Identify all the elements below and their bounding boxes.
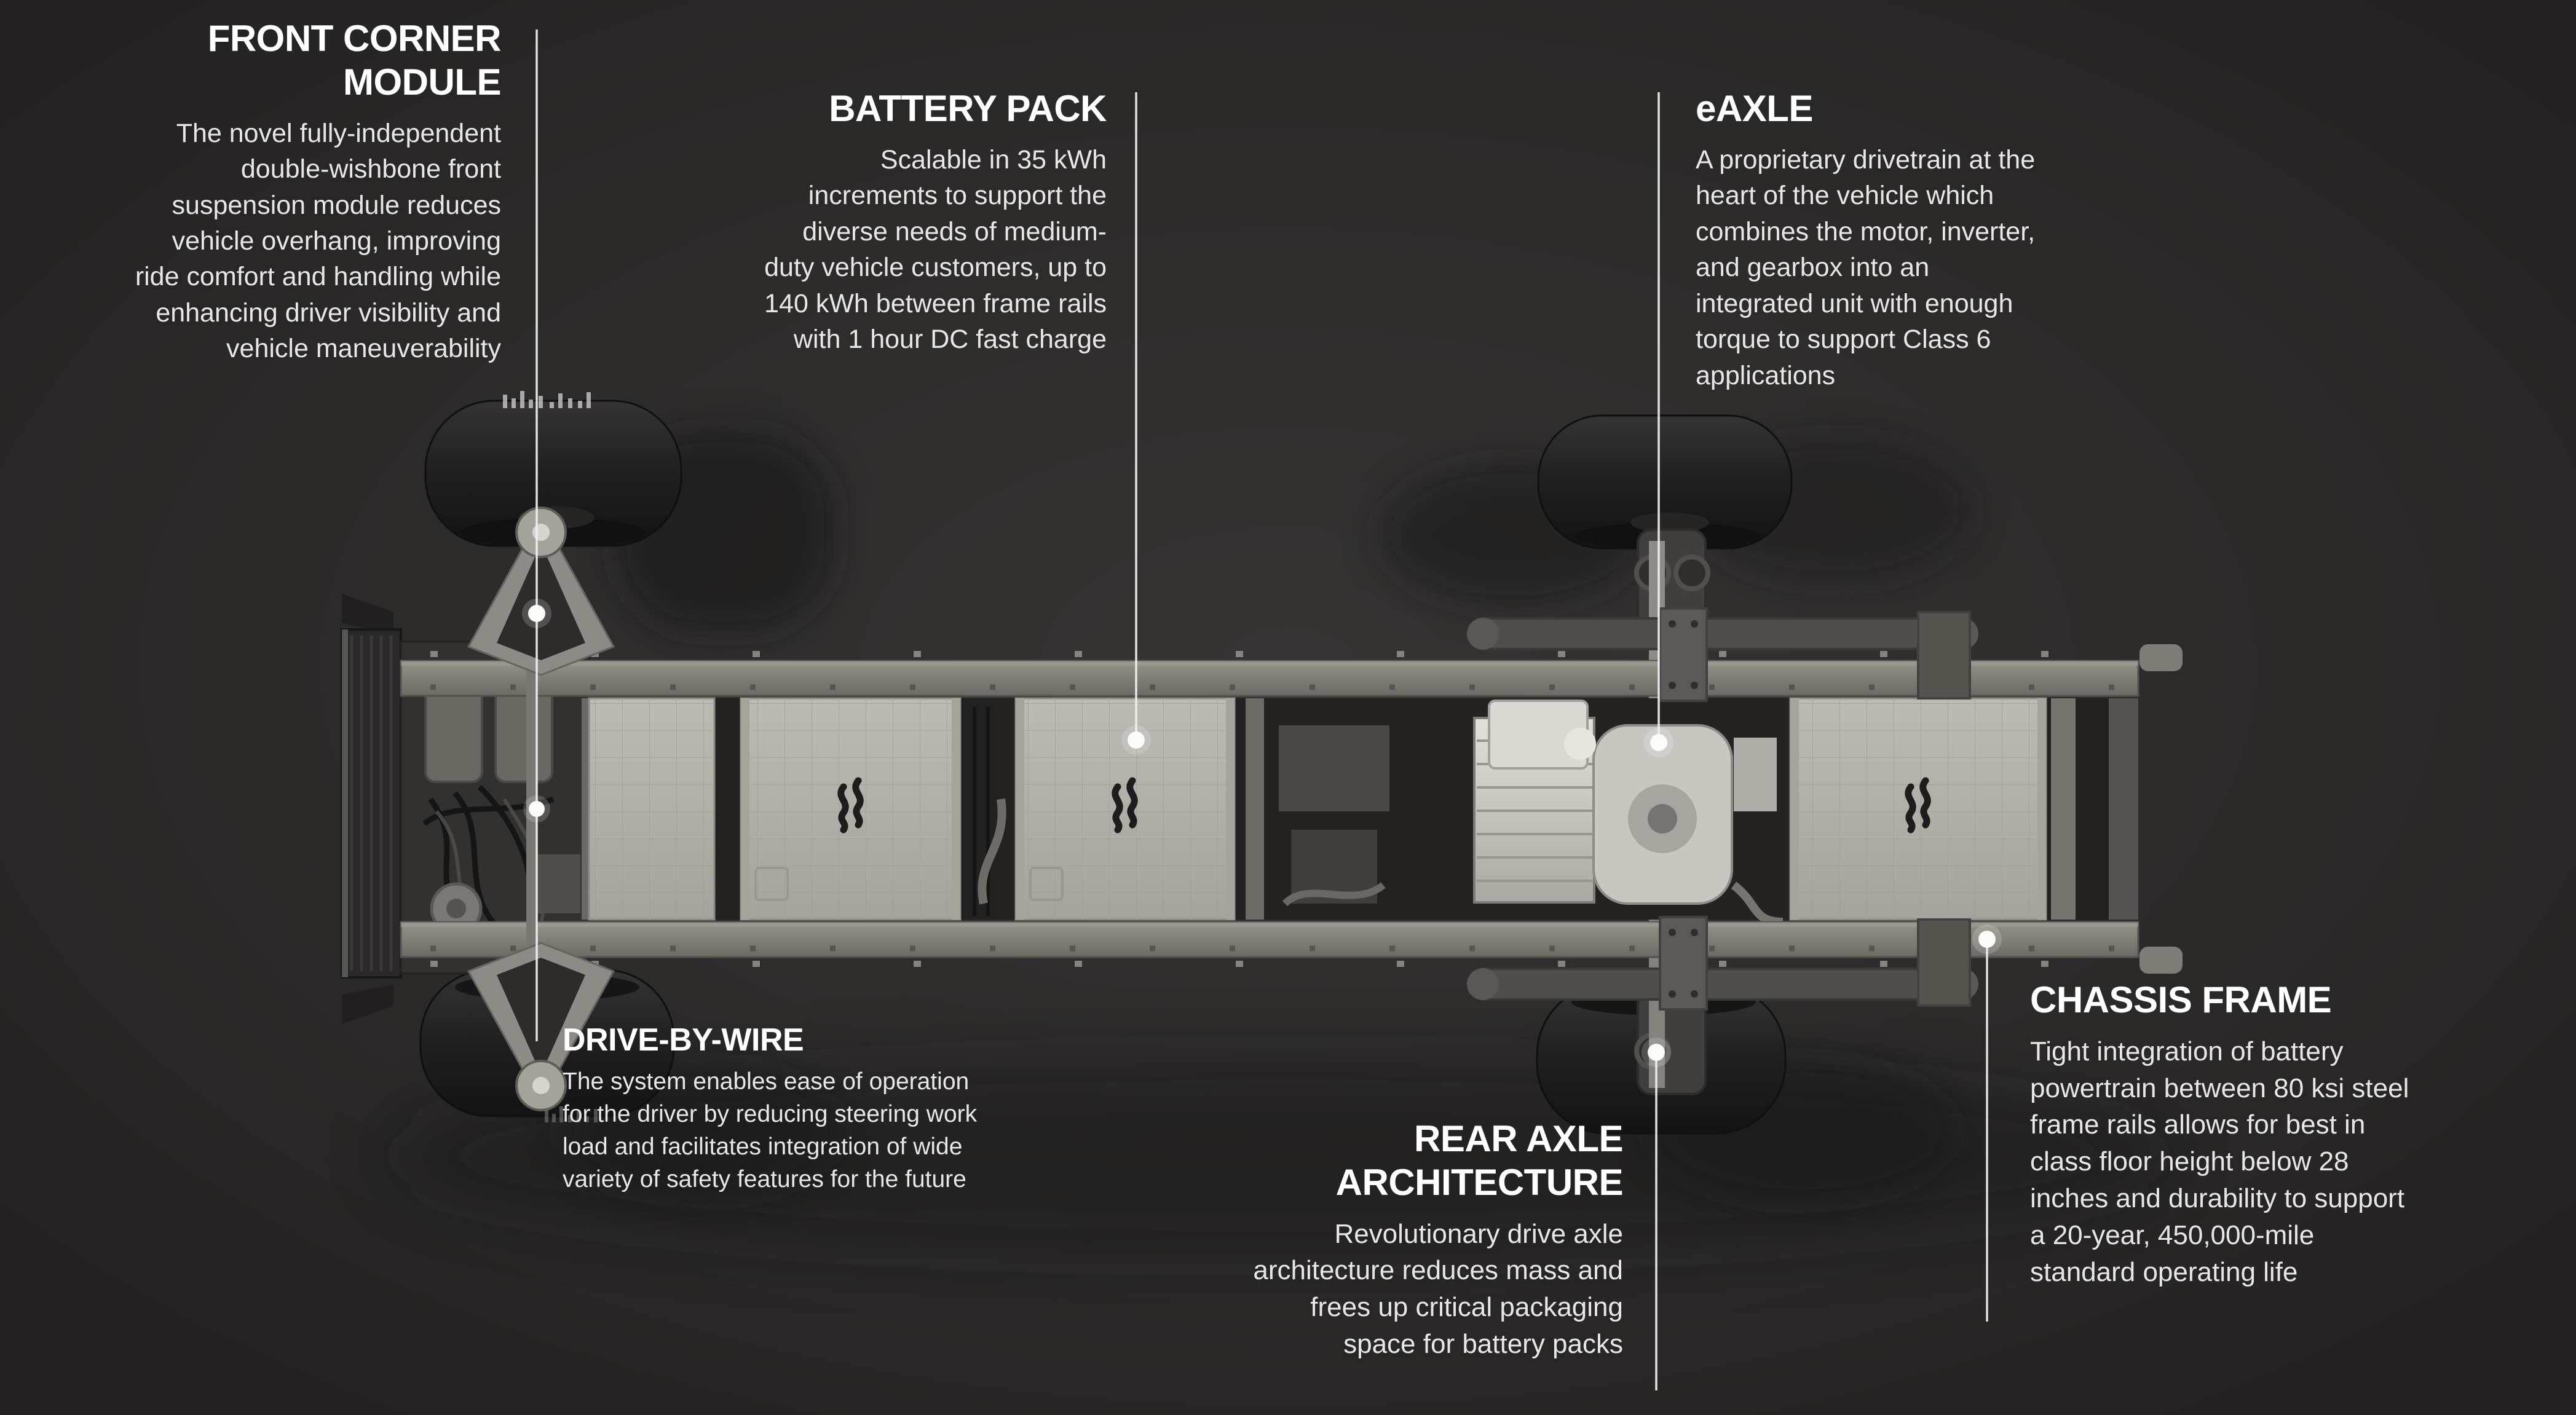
battery-packs — [588, 697, 2047, 921]
callout-dot-front-corner — [528, 605, 545, 622]
callout-chassis-frame: CHASSIS FRAME Tight integration of batte… — [2030, 979, 2534, 1291]
callout-dot-eaxle — [1650, 734, 1667, 751]
chassis-frame-body: Tight integration of battery powertrain … — [2030, 1036, 2409, 1287]
rear-axle-brackets — [1659, 607, 1971, 1011]
callout-eaxle: eAXLE A proprietary drivetrain at the he… — [1696, 87, 2138, 393]
front-module — [341, 594, 590, 1024]
eaxle-title: eAXLE — [1696, 88, 1813, 129]
callout-front-corner-module: FRONT CORNER MODULE The novel fully-inde… — [74, 17, 502, 367]
callout-dot-drive-by-wire — [529, 801, 545, 817]
callout-dot-battery-pack — [1128, 731, 1145, 749]
rear-axle-architecture-body: Revolutionary drive axle architecture re… — [1253, 1218, 1623, 1360]
bottom-frame-rail — [400, 921, 2139, 958]
eaxle-body: A proprietary drivetrain at the heart of… — [1696, 144, 2036, 390]
rear-axle-architecture-title: REAR AXLE ARCHITECTURE — [1335, 1118, 1624, 1203]
top-frame-rail — [400, 660, 2139, 697]
battery-pack-3 — [1014, 697, 1236, 921]
front-corner-module-title: FRONT CORNER MODULE — [207, 18, 502, 103]
debris-tick-marks-bottom — [545, 1106, 598, 1122]
battery-pack-4 — [1789, 697, 2047, 921]
callout-battery-pack: BATTERY PACK Scalable in 35 kWh incremen… — [707, 87, 1107, 358]
battery-pack-title: BATTERY PACK — [829, 88, 1107, 129]
front-corner-module-body: The novel fully-independent double-wishb… — [135, 118, 501, 364]
callout-dots — [522, 599, 2002, 1067]
front-suspension-top — [467, 506, 615, 816]
battery-pack-2 — [740, 697, 962, 921]
front-suspension-bottom — [467, 802, 615, 1111]
rear-axle-assembly — [1467, 529, 1978, 1095]
callout-dot-chassis-frame — [1978, 931, 1996, 948]
leader-lines — [535, 30, 1988, 1390]
rear-top-suspension-arm — [1469, 617, 1976, 650]
callout-dot-rear-axle — [1648, 1044, 1665, 1061]
rear-bottom-suspension-arm — [1469, 968, 1976, 1001]
callout-rear-axle-architecture: REAR AXLE ARCHITECTURE Revolutionary dri… — [1227, 1117, 1623, 1363]
drive-by-wire-body: The system enables ease of operation for… — [563, 1068, 978, 1193]
eaxle-unit — [1408, 698, 1789, 926]
chassis-frame-title: CHASSIS FRAME — [2030, 979, 2332, 1020]
debris-tick-marks-top — [503, 391, 591, 408]
drive-by-wire-title: DRIVE-BY-WIRE — [563, 1022, 804, 1058]
frame-rails — [400, 644, 2183, 974]
callout-drive-by-wire: DRIVE-BY-WIRE The system enables ease of… — [563, 1022, 1054, 1196]
battery-pack-body: Scalable in 35 kWh increments to support… — [764, 144, 1107, 355]
battery-pack-1 — [588, 697, 716, 921]
